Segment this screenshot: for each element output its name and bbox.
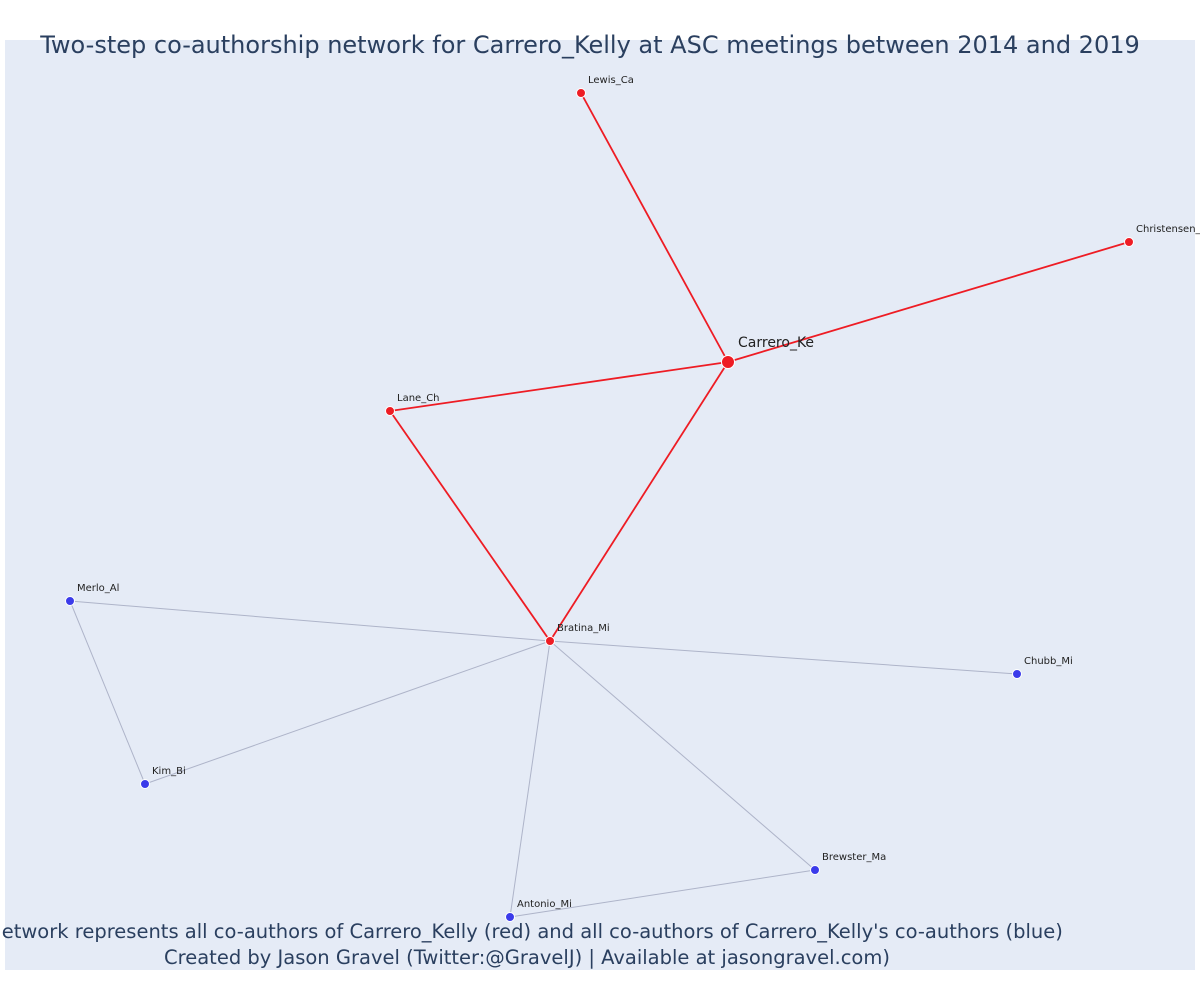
plot-area xyxy=(5,40,1195,970)
node-antonio-mi[interactable] xyxy=(505,912,515,922)
node-chubb-mi[interactable] xyxy=(1012,669,1022,679)
node-christensen[interactable] xyxy=(1124,237,1134,247)
chart-title: Two-step co-authorship network for Carre… xyxy=(39,31,1140,59)
node-label-brewster-ma: Brewster_Ma xyxy=(822,852,886,863)
node-label-antonio-mi: Antonio_Mi xyxy=(517,899,572,910)
node-label-carrero-ke: Carrero_Ke xyxy=(738,335,814,351)
nodes-layer xyxy=(65,88,1134,922)
edge-carrero-ke-lewis-ca xyxy=(580,92,729,363)
edge-bratina-mi-kim-bi xyxy=(144,640,551,785)
node-carrero-ke[interactable] xyxy=(721,355,735,369)
node-label-lewis-ca: Lewis_Ca xyxy=(588,75,634,86)
node-kim-bi[interactable] xyxy=(140,779,150,789)
edge-bratina-mi-chubb-mi xyxy=(549,640,1018,675)
footer-line-2: Created by Jason Gravel (Twitter:@Gravel… xyxy=(164,946,890,969)
footer-line-1: Network represents all co-authors of Car… xyxy=(0,920,1063,943)
edge-antonio-mi-brewster-ma xyxy=(509,869,816,918)
edge-merlo-al-kim-bi xyxy=(69,600,146,785)
edge-bratina-mi-antonio-mi xyxy=(509,640,551,918)
node-label-christensen: Christensen_ xyxy=(1136,224,1200,235)
edge-carrero-ke-christensen xyxy=(727,241,1130,363)
node-lane-ch[interactable] xyxy=(385,406,395,416)
node-label-chubb-mi: Chubb_Mi xyxy=(1024,656,1073,667)
node-label-merlo-al: Merlo_Al xyxy=(77,583,119,594)
edge-carrero-ke-lane-ch xyxy=(389,361,729,412)
edge-bratina-mi-merlo-al xyxy=(69,600,551,642)
node-bratina-mi[interactable] xyxy=(545,636,555,646)
edge-bratina-mi-brewster-ma xyxy=(549,640,816,871)
edge-lane-ch-bratina-mi xyxy=(389,410,551,642)
node-merlo-al[interactable] xyxy=(65,596,75,606)
node-lewis-ca[interactable] xyxy=(576,88,586,98)
node-label-lane-ch: Lane_Ch xyxy=(397,393,440,404)
node-brewster-ma[interactable] xyxy=(810,865,820,875)
node-label-kim-bi: Kim_Bi xyxy=(152,766,186,777)
edge-carrero-ke-bratina-mi xyxy=(549,361,729,642)
edges-layer xyxy=(69,92,1130,918)
node-label-bratina-mi: Bratina_Mi xyxy=(557,623,610,634)
